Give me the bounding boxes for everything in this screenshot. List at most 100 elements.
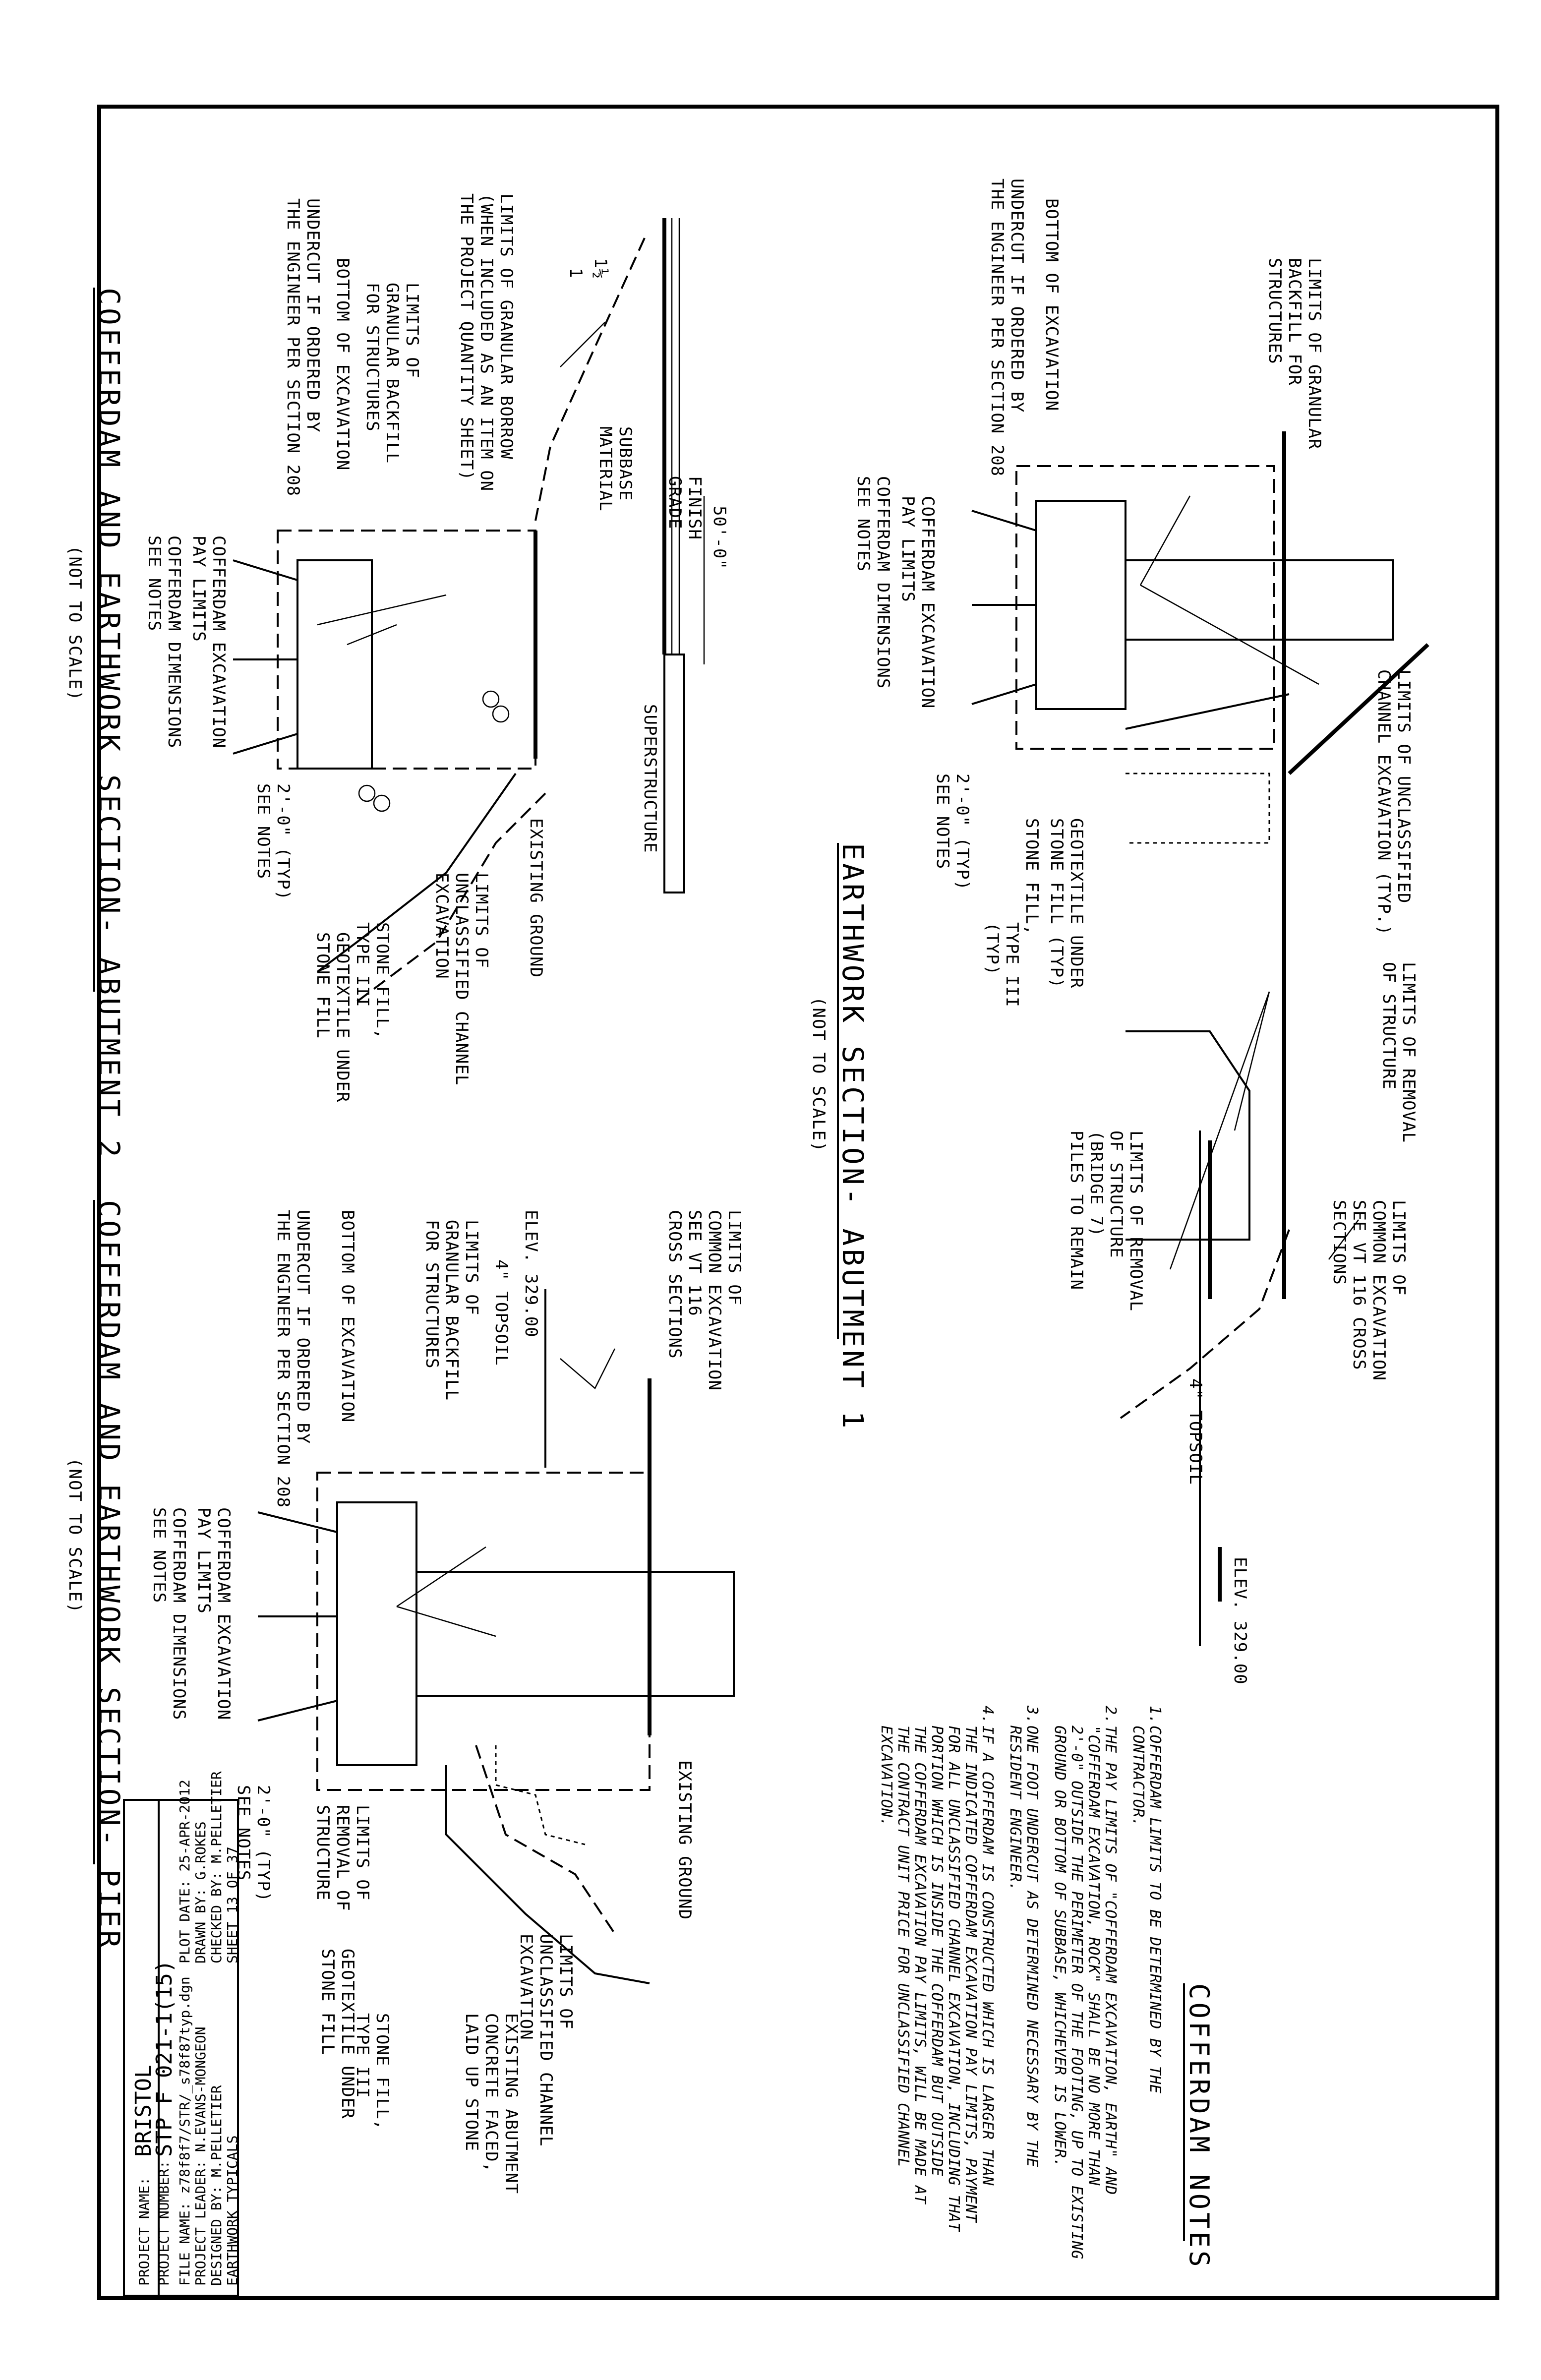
a2-subtitle: (NOT TO SCALE) <box>65 545 85 702</box>
a2-unclassified-2: UNCLASSIFIED CHANNEL <box>452 873 472 1085</box>
a1-cofferdam-pay-1: COFFERDAM EXCAVATION <box>918 496 938 709</box>
a2-slope-a: 1 <box>566 268 586 278</box>
p-stone-fill-1: STONE FILL, <box>372 2013 392 2130</box>
p-common-exc-4: CROSS SECTIONS <box>665 1210 685 1359</box>
a1-cofferdam-dims-2: SEE NOTES <box>853 476 873 572</box>
a2-geotextile-2: STONE FILL <box>313 932 333 1039</box>
a1-stone-fill-slope <box>1125 693 1290 730</box>
note-3-number: 3. <box>1023 1705 1041 1724</box>
p-cofferdam-pay-1: COFFERDAM EXCAVATION <box>214 1507 234 1720</box>
a1-pile-1 <box>971 510 1037 532</box>
note-3-line-2: RESIDENT ENGINEER. <box>1007 1726 1024 1891</box>
a1-removal-bridge-1: LIMITS OF REMOVAL <box>1126 1130 1146 1311</box>
a2-leader-1 <box>347 624 397 646</box>
a2-cofferdam-pay-2: PAY LIMITS <box>189 536 209 642</box>
p-existing-abutment-3: LAID UP STONE <box>462 2013 481 2151</box>
a1-geotextile-2: STONE FILL (TYP) <box>1047 818 1067 989</box>
a2-granular-borrow-2: (WHEN INCLUDED AS AN ITEM ON <box>476 193 496 491</box>
p-removal-limit <box>495 1745 586 1845</box>
p-pile-3 <box>257 1700 338 1722</box>
a2-stone-1 <box>482 690 500 708</box>
p-unclassified-2: UNCLASSIFIED CHANNEL <box>536 1934 556 2146</box>
section-abutment-2: UNDERCUT IF ORDERED BY THE ENGINEER PER … <box>65 193 729 1160</box>
section-pier: UNDERCUT IF ORDERED BY THE ENGINEER PER … <box>65 1200 744 2194</box>
a2-title: COFFERDAM AND EARTHWORK SECTION- ABUTMEN… <box>92 288 126 1160</box>
note-3-line-1: ONE FOOT UNDERCUT AS DETERMINED NECESSAR… <box>1023 1726 1041 2167</box>
a1-removal-bridge-2: OF STRUCTURE <box>1106 1130 1126 1258</box>
a2-leader-2 <box>317 594 447 626</box>
a2-stone-fill-1: STONE FILL, <box>372 922 392 1039</box>
a2-subbase-2: MATERIAL <box>595 426 615 512</box>
a1-stone-fill-2: TYPE III <box>1002 922 1022 1008</box>
note-4-line-1: IF A COFFERDAM IS CONSTRUCTED WHICH IS L… <box>979 1726 996 2186</box>
a1-common-exc-1: LIMITS OF <box>1389 1200 1409 1296</box>
a1-topsoil: 4" TOPSOIL <box>1185 1378 1205 1485</box>
p-granular-backfill-1: LIMITS OF <box>462 1220 481 1315</box>
a1-removal-bridge-4: PILES TO REMAIN <box>1067 1130 1086 1290</box>
p-common-exc-mark <box>560 1348 616 1389</box>
p-existing-abutment-1: EXISTING ABUTMENT <box>501 2013 521 2194</box>
p-cofferdam-dims-1: COFFERDAM DIMENSIONS <box>169 1507 189 1720</box>
a1-pile-3 <box>971 683 1037 705</box>
a1-leader-2 <box>1140 584 1319 685</box>
note-2-number: 2. <box>1102 1706 1119 1724</box>
p-footing <box>336 1501 417 1766</box>
note-2-line-3: 2'-0" OUTSIDE THE PERIMETER OF THE FOOTI… <box>1068 1726 1085 2260</box>
p-undercut-2: THE ENGINEER PER SECTION 208 <box>273 1210 293 1508</box>
a2-granular-borrow-1: LIMITS OF GRANULAR BORROW <box>496 193 516 460</box>
note-4-number: 4. <box>979 1706 996 1724</box>
p-common-exc-2: COMMON EXCAVATION <box>705 1210 724 1391</box>
a2-stone-fill-2: TYPE III <box>353 922 372 1008</box>
title-block: PROJECT NAME: BRISTOL PROJECT NUMBER: ST… <box>123 1771 240 2297</box>
a2-two-ft-1: 2'-0" (TYP) <box>273 783 293 900</box>
p-geotextile-2: STONE FILL <box>318 1949 338 2055</box>
a1-geotextile-1: GEOTEXTILE UNDER <box>1067 818 1086 989</box>
a2-bottom-excavation: BOTTOM OF EXCAVATION <box>333 258 353 471</box>
note-4-line-5: THE COFFERDAM EXCAVATION PAY LIMITS, WIL… <box>911 1726 929 2205</box>
note-1-line-2: CONTRACTOR. <box>1129 1726 1147 1827</box>
a1-undercut-2: THE ENGINEER PER SECTION 208 <box>987 178 1007 476</box>
p-common-exc-3: SEE VT 116 <box>685 1210 705 1316</box>
note-4-line-4: PORTION WHICH IS INSIDE THE COFFERDAM BU… <box>928 1726 946 2177</box>
p-subtitle: (NOT TO SCALE) <box>65 1458 85 1614</box>
a2-cofferdam-dims-1: COFFERDAM DIMENSIONS <box>164 536 184 748</box>
tb-project-number: STP F 021-1(15) <box>152 1960 177 2157</box>
a2-finish-grade-2-label: GRADE <box>665 476 685 529</box>
a2-superstructure-label: SUPERSTRUCTURE <box>640 704 660 853</box>
p-geotextile-1: GEOTEXTILE UNDER <box>338 1949 357 2119</box>
p-leader-2 <box>396 1606 496 1637</box>
a1-footing <box>1035 500 1126 710</box>
a2-unclassified-1: LIMITS OF <box>472 873 491 968</box>
p-existing-ground: EXISTING GROUND <box>675 1760 695 1920</box>
a2-unclassified-3: EXCAVATION <box>432 873 452 979</box>
note-4-line-2: THE INDICATED COFFERDAM EXCAVATION PAY L… <box>962 1726 979 2223</box>
p-existing-abutment <box>475 1745 616 1935</box>
tb-file-name: FILE NAME: z78f8f7/STR/_s78f87typ.dgn <box>177 1976 193 2286</box>
a2-pile-1 <box>233 559 298 581</box>
a2-granular-backfill-1: LIMITS OF <box>402 283 422 378</box>
a2-slope-indicator <box>560 322 605 367</box>
a1-common-exc-2: COMMON EXCAVATION <box>1369 1200 1389 1381</box>
a2-stone-4 <box>373 794 391 812</box>
title-block-project <box>158 1799 239 2297</box>
p-unclassified-1: LIMITS OF <box>556 1934 576 2029</box>
tb-project-name: BRISTOL <box>131 2065 156 2157</box>
tb-earthwork-typicals: EARTHWORK TYPICALS <box>224 2136 240 2286</box>
tb-drawn-by: DRAWN BY: G.ROKES <box>192 1821 209 1964</box>
tb-project-name-label: PROJECT NAME: <box>136 2177 152 2286</box>
a2-granular-borrow-limit <box>534 238 646 521</box>
a2-geotextile-1: GEOTEXTILE UNDER <box>333 932 353 1103</box>
sheet-border <box>97 105 1499 2300</box>
p-removal-2: REMOVAL OF <box>333 1805 353 1911</box>
a1-granular-backfill-1: LIMITS OF GRANULAR <box>1304 258 1324 449</box>
p-cofferdam-dims-2: SEE NOTES <box>149 1507 169 1603</box>
a2-granular-backfill-3: FOR STRUCTURES <box>362 283 382 432</box>
a1-leader-1 <box>1139 495 1191 586</box>
note-1-line-1: COFFERDAM LIMITS TO BE DETERMINED BY THE <box>1146 1726 1164 2093</box>
p-elev: ELEV. 329.00 <box>521 1210 541 1338</box>
p-leader-1 <box>396 1546 486 1607</box>
a1-stone-fill-3: (TYP) <box>982 922 1002 975</box>
a1-subtitle: (NOT TO SCALE) <box>809 997 829 1153</box>
